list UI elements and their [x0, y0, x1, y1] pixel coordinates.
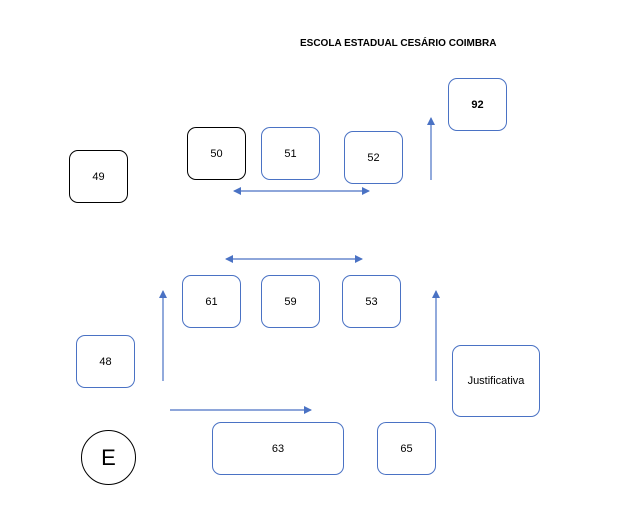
box-48: 48 [76, 335, 135, 388]
box-51: 51 [261, 127, 320, 180]
box-61: 61 [182, 275, 241, 328]
box-justificativa-label: Justificativa [467, 375, 525, 387]
box-65: 65 [377, 422, 436, 475]
box-65-label: 65 [400, 442, 413, 455]
box-61-label: 61 [205, 295, 218, 308]
entrance-circle: E [81, 430, 136, 485]
box-49: 49 [69, 150, 128, 203]
entrance-label: E [101, 444, 116, 470]
box-49-label: 49 [92, 170, 105, 183]
box-59-label: 59 [284, 295, 297, 308]
box-59: 59 [261, 275, 320, 328]
box-53: 53 [342, 275, 401, 328]
box-52-label: 52 [367, 151, 380, 164]
box-52: 52 [344, 131, 403, 184]
box-63-label: 63 [271, 442, 285, 455]
box-justificativa: Justificativa [452, 345, 540, 417]
box-63: 63 [212, 422, 344, 475]
box-48-label: 48 [99, 355, 112, 368]
box-50: 50 [187, 127, 246, 180]
box-51-label: 51 [284, 147, 297, 160]
box-53-label: 53 [365, 295, 378, 308]
box-92-label: 92 [471, 98, 484, 111]
box-50-label: 50 [210, 147, 223, 160]
box-92: 92 [448, 78, 507, 131]
school-title: ESCOLA ESTADUAL CESÁRIO COIMBRA [300, 38, 497, 49]
